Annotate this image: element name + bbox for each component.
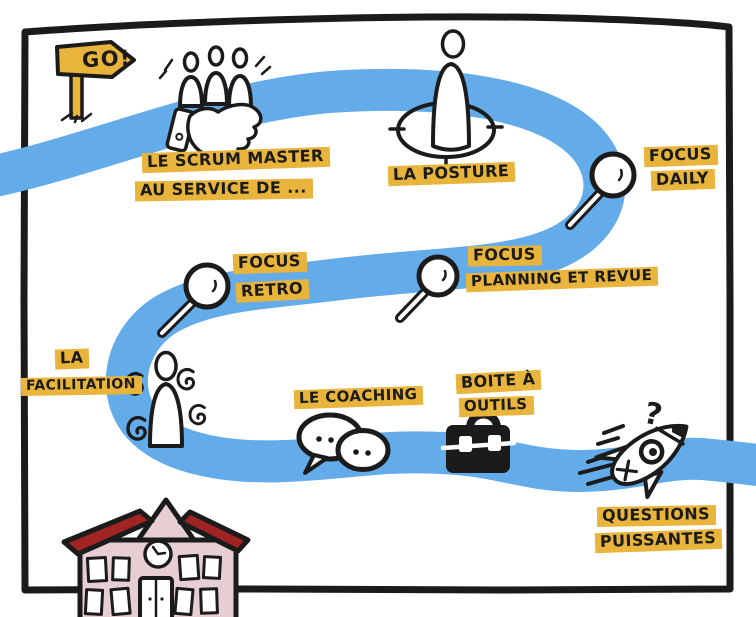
team-in-hand-icon [158, 45, 272, 159]
label-facilitation-line1: LA [54, 348, 90, 370]
label-focus-retro-line2: RETRO [235, 278, 310, 303]
label-scrum-master-line2: AU SERVICE DE ... [134, 178, 313, 202]
speech-bubbles-icon [296, 412, 391, 475]
label-go: GO! [81, 45, 132, 73]
school-building-icon [61, 497, 251, 617]
label-focus-retro-line1: FOCUS [232, 251, 308, 275]
windows [83, 553, 223, 617]
facilitator-icon [124, 350, 207, 448]
label-questions-line1: QUESTIONS [596, 504, 717, 527]
briefcase-icon [440, 410, 517, 473]
go-signpost-icon [55, 40, 136, 124]
frame-border [20, 13, 734, 594]
clock-icon [143, 539, 173, 569]
swirl-icon [176, 367, 195, 391]
label-focus-daily-line2: DAILY [650, 168, 716, 191]
label-toolbox-line2: OUTILS [458, 395, 534, 418]
person-on-target-icon [388, 29, 504, 172]
swirl-icon [188, 403, 207, 426]
rocket-icon: ? [578, 396, 689, 499]
magnifier-retro-icon [157, 262, 231, 338]
label-facilitation-line2: FACILITATION [20, 375, 142, 396]
magnifier-planning-icon [395, 254, 460, 323]
label-focus-planning-line1: FOCUS [467, 244, 542, 267]
sparkle-lines [158, 55, 272, 80]
magnifier-daily-icon [565, 151, 637, 230]
label-focus-daily-line1: FOCUS [643, 144, 719, 168]
